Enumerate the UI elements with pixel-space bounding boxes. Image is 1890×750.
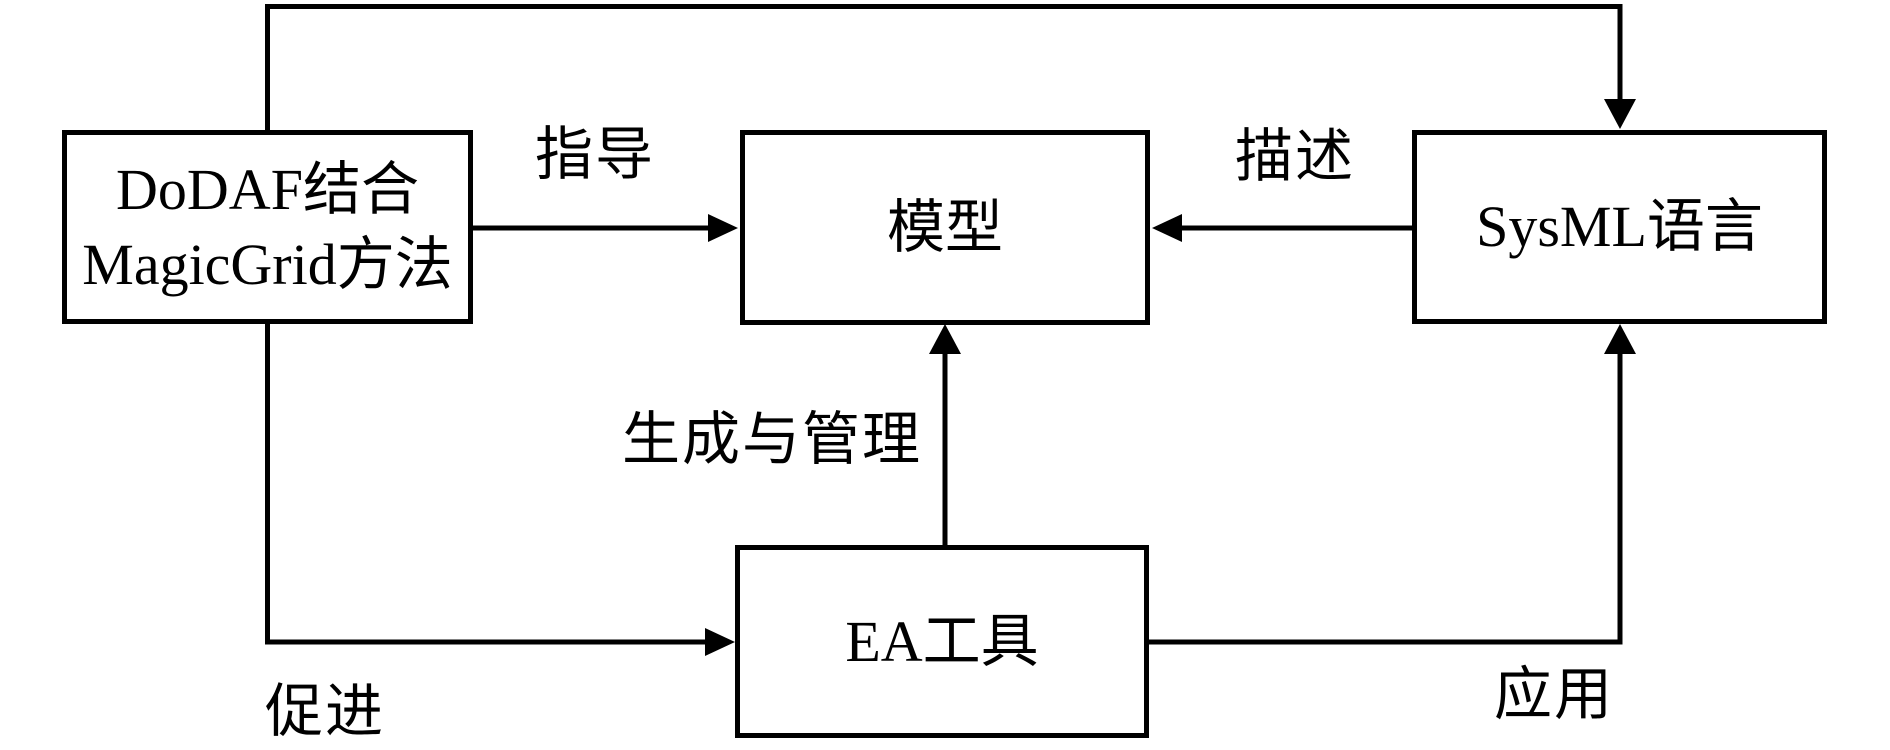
node-dodaf-line2: MagicGrid方法 xyxy=(82,232,453,297)
node-ea-tool: EA工具 xyxy=(735,545,1149,738)
edge-label-promote: 促进 xyxy=(264,679,386,744)
arrowhead-right-into-ea-left xyxy=(705,628,735,656)
edge-label-generate-manage: 生成与管理 xyxy=(621,407,923,472)
arrowhead-down-into-sysml-top xyxy=(1604,99,1636,129)
arrowhead-right-into-model-left xyxy=(708,214,738,242)
edge-label-guide: 指导 xyxy=(534,122,656,187)
node-model-label: 模型 xyxy=(886,194,1003,260)
node-dodaf-magicgrid: DoDAF结合 MagicGrid方法 xyxy=(62,130,473,324)
node-ea-label: EA工具 xyxy=(845,608,1039,674)
node-sysml: SysML语言 xyxy=(1412,130,1827,324)
edge-label-describe: 描述 xyxy=(1234,124,1356,189)
connector-promote xyxy=(265,324,707,645)
connector-apply xyxy=(1149,353,1623,645)
node-model: 模型 xyxy=(740,130,1150,325)
arrowhead-up-into-sysml-bottom xyxy=(1604,324,1636,354)
edge-label-apply: 应用 xyxy=(1493,662,1615,727)
arrowhead-up-into-model-bottom xyxy=(929,324,961,354)
node-sysml-label: SysML语言 xyxy=(1476,194,1763,260)
node-dodaf-line1: DoDAF结合 xyxy=(116,156,419,222)
arrowhead-left-into-model-right xyxy=(1152,214,1182,242)
connector-top-link xyxy=(265,4,1623,130)
